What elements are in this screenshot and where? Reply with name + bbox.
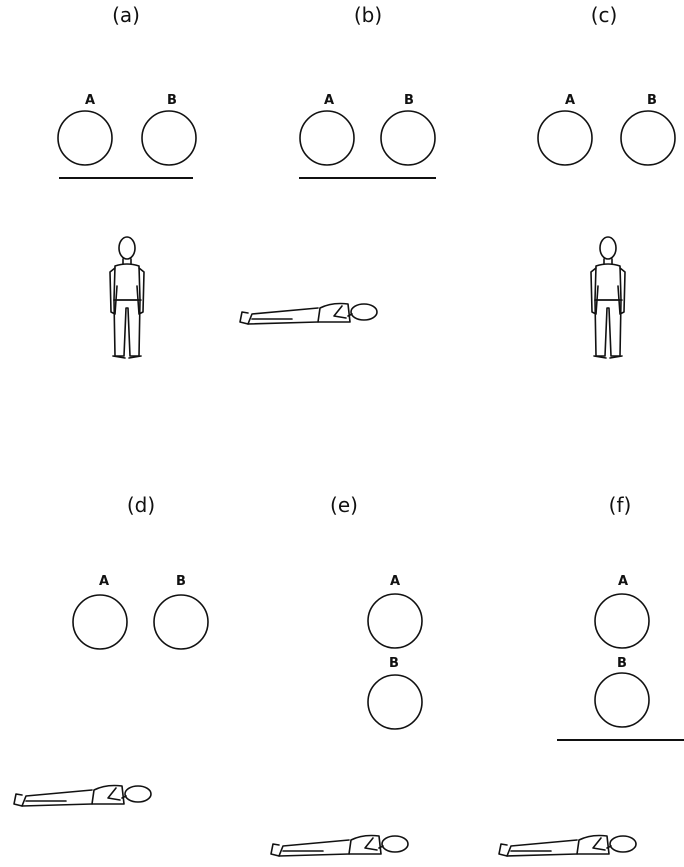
panel-e: (e) A B (270, 493, 423, 857)
panel-c-ball-a (537, 110, 593, 166)
panel-f-label: (f) (609, 493, 632, 517)
panel-e-label: (e) (330, 493, 358, 517)
panel-b-lying-observer (239, 302, 378, 325)
panel-f-ball-b (594, 672, 650, 728)
panel-e-ball-b-label: B (389, 656, 399, 671)
panel-e-ball-a-label: A (390, 574, 400, 589)
panel-b-label: (b) (354, 3, 382, 27)
panel-e-ball-a (367, 593, 423, 649)
panel-f-ball-a-label: A (618, 574, 628, 589)
panel-c-label: (c) (591, 3, 618, 27)
panel-f-ball-a (594, 593, 650, 649)
panel-f: (f) A B (498, 493, 684, 857)
panel-c: (c) A B (537, 3, 676, 359)
panel-c-ball-b-label: B (647, 93, 657, 108)
panel-c-ball-a-label: A (565, 93, 575, 108)
panel-d-ball-a-label: A (99, 574, 109, 589)
panel-c-standing-observer (590, 236, 626, 359)
panel-d-ball-a (72, 594, 128, 650)
panel-b-ball-a (299, 110, 355, 166)
panel-f-ball-b-label: B (617, 656, 627, 671)
panel-a-standing-observer (109, 236, 145, 359)
panel-d-ball-b-label: B (176, 574, 186, 589)
panel-a-ball-a (57, 110, 113, 166)
panel-e-lying-observer (270, 834, 409, 857)
panel-d-label: (d) (127, 493, 155, 517)
panel-e-ball-b (367, 674, 423, 730)
panel-c-ball-b (620, 110, 676, 166)
panel-d-ball-b (153, 594, 209, 650)
panel-b-ball-a-label: A (324, 93, 334, 108)
panel-d: (d) A B (13, 493, 209, 807)
panel-d-lying-observer (13, 784, 152, 807)
panel-a-ball-b (141, 110, 197, 166)
panel-f-lying-observer (498, 834, 637, 857)
panel-a: (a) A B (57, 3, 197, 359)
panel-a-ball-a-label: A (85, 93, 95, 108)
panel-b: (b) A B (239, 3, 436, 325)
panel-b-ball-b-label: B (404, 93, 414, 108)
panel-b-ball-b (380, 110, 436, 166)
panel-a-label: (a) (112, 3, 140, 27)
panel-a-ball-b-label: B (167, 93, 177, 108)
